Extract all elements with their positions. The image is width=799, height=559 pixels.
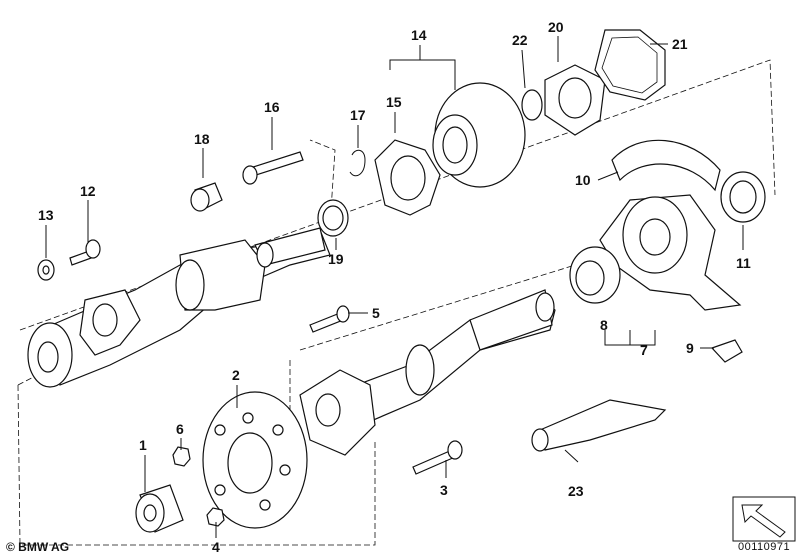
nut-4 [206,507,225,527]
part-label-12: 12 [80,183,96,199]
centering-flange-20 [544,64,606,136]
part-label-11: 11 [736,255,751,271]
bolt-3 [412,440,463,475]
part-label-21: 21 [672,36,688,52]
part-label-22: 22 [512,32,528,48]
part-label-9: 9 [686,340,694,356]
part-label-19: 19 [328,251,344,267]
part-label-5: 5 [372,305,380,321]
document-number: 00110971 [738,541,791,553]
part-label-23: 23 [568,483,584,499]
hose-clamp-19 [317,199,349,237]
part-label-15: 15 [386,94,402,110]
front-driveshaft [27,227,331,388]
washer-13 [37,259,55,281]
circlip-17 [349,149,366,177]
bolt-12 [69,239,101,266]
part-label-2: 2 [232,367,240,383]
sleeve-18 [190,182,223,212]
part-label-7: 7 [640,342,648,358]
part-label-1: 1 [139,437,147,453]
part-label-17: 17 [350,107,366,123]
part-label-4: 4 [212,539,220,555]
part-label-18: 18 [194,131,210,147]
arrow-icon[interactable] [732,496,796,542]
part-label-14: 14 [411,27,427,43]
center-bearing [599,194,742,311]
ring-22 [521,89,543,121]
part-label-10: 10 [575,172,591,188]
gasket-15 [374,139,441,216]
copyright-label: © BMW AG [6,540,70,554]
bushing [135,484,184,533]
gasket-21 [594,29,666,101]
nut-6 [172,446,191,467]
part-label-8: 8 [600,317,608,333]
guard-10 [611,139,721,192]
part-label-3: 3 [440,482,448,498]
part-labels: 1 2 3 4 5 6 7 8 9 10 11 12 13 14 15 16 1… [38,19,751,555]
leader-lines [45,36,744,538]
bearing-8 [569,246,621,304]
part-label-13: 13 [38,207,54,223]
grommet-9 [710,339,743,363]
part-label-16: 16 [264,99,280,115]
rear-driveshaft [299,289,556,456]
part-label-20: 20 [548,19,564,35]
seal-11 [720,171,766,223]
part-label-6: 6 [176,421,184,437]
grease-tube [531,399,667,452]
flange-14 [432,82,526,188]
flex-disc [202,391,308,529]
bolt-5 [309,305,350,333]
bolt-16 [242,151,304,185]
